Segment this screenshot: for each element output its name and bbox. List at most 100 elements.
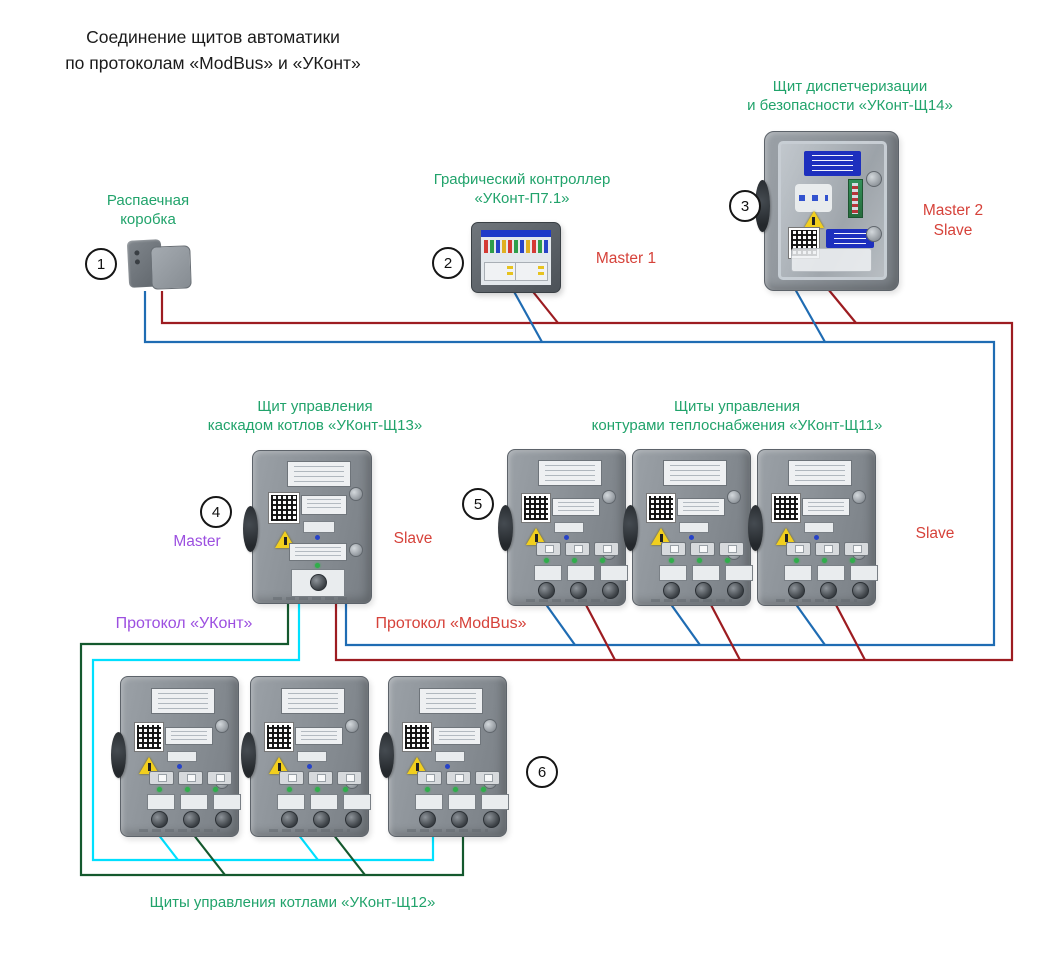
boiler-cabinet-3 — [379, 676, 509, 837]
green-led-row — [425, 787, 486, 792]
green-led-row — [794, 558, 855, 563]
plate-row — [147, 794, 241, 810]
plate-row — [277, 794, 371, 810]
switch — [536, 542, 561, 556]
ukont-wire-green-main — [79, 601, 465, 877]
label-plate-mid — [165, 727, 213, 745]
protocol-modbus-label: Протокол «ModBus» — [375, 615, 527, 632]
cabinet-side-handle — [755, 180, 770, 232]
knob — [602, 582, 619, 599]
label-plate — [180, 794, 208, 810]
latch-top — [345, 719, 359, 733]
qr-code — [134, 722, 164, 752]
knob — [695, 582, 712, 599]
label-plate — [343, 794, 371, 810]
boiler-panels-label: Щиты управления котлами «УКонт-Щ12» — [149, 894, 436, 911]
green-led-row — [287, 787, 348, 792]
green-led-row — [544, 558, 605, 563]
ukont-tap-cyan-panel6a — [157, 833, 179, 861]
green-led-row — [669, 558, 730, 563]
blue-led — [307, 764, 312, 769]
latch-top — [602, 490, 616, 504]
label-plate — [147, 794, 175, 810]
label-plate — [659, 565, 687, 581]
diagram-title-line1: Соединение щитов автоматики — [86, 27, 340, 47]
green-led — [725, 558, 730, 563]
label-plate — [277, 794, 305, 810]
modbus-tap-blue-panel5b — [669, 602, 701, 646]
latch-top — [215, 719, 229, 733]
green-led — [453, 787, 458, 792]
switch — [690, 542, 715, 556]
label-plate — [567, 565, 595, 581]
label-plate-mid — [552, 498, 600, 516]
protocol-ukont-label: Протокол «УКонт» — [115, 615, 253, 632]
cascade-panel-label: Щит управления каскадом котлов «УКонт-Щ1… — [207, 398, 423, 434]
screen-header-bar — [481, 230, 551, 237]
label-plate-small — [435, 751, 465, 762]
label-plate-top — [151, 688, 215, 714]
switch-row — [661, 542, 744, 556]
green-led-row — [157, 787, 218, 792]
blue-led — [564, 535, 569, 540]
label-plate-small — [554, 522, 584, 533]
door-knob-bottom — [865, 226, 882, 243]
warning-triangle-icon — [407, 757, 427, 774]
label-plate — [213, 794, 241, 810]
modbus-tap-blue-controller — [511, 287, 543, 343]
blue-led — [177, 764, 182, 769]
label-plate-small — [804, 522, 834, 533]
role-master2-slave-label: Master 2 Slave — [922, 202, 984, 239]
modbus-tap-blue-panel3 — [794, 288, 826, 343]
heating-circuit-cabinet-1 — [498, 449, 628, 606]
caption-line — [776, 599, 857, 602]
knob — [820, 582, 837, 599]
green-led — [572, 558, 577, 563]
caption-line — [269, 829, 350, 832]
warning-triangle-icon — [139, 757, 159, 774]
controller-screen — [481, 230, 551, 285]
green-led — [343, 787, 348, 792]
blue-led — [445, 764, 450, 769]
screen-status-tiles — [484, 240, 548, 253]
knob — [281, 811, 298, 828]
knob — [538, 582, 555, 599]
green-led — [425, 787, 430, 792]
knob-row — [151, 811, 232, 828]
qr-code — [402, 722, 432, 752]
qr-code — [268, 492, 300, 524]
green-led — [315, 787, 320, 792]
marker-1: 1 — [85, 248, 117, 280]
role-master-label: Master — [173, 533, 221, 550]
heating-circuit-cabinet-2 — [623, 449, 753, 606]
green-led — [669, 558, 674, 563]
cabinet-side-vent — [243, 506, 258, 552]
cabinet-side-vent — [111, 732, 126, 778]
switch-plate — [289, 543, 347, 561]
screen-right-panel — [515, 262, 548, 281]
knob — [788, 582, 805, 599]
modbus-tap-red-panel3 — [827, 288, 857, 324]
label-plate — [725, 565, 753, 581]
label-plate-small — [167, 751, 197, 762]
caption-line — [139, 829, 220, 832]
knob — [663, 582, 680, 599]
knob — [215, 811, 232, 828]
control-knob — [310, 574, 327, 591]
knob — [852, 582, 869, 599]
modbus-tap-red-panel5a — [584, 602, 616, 661]
label-plate-small — [297, 751, 327, 762]
marker-5: 5 — [462, 488, 494, 520]
warning-triangle-icon — [776, 528, 796, 545]
label-plate-top — [663, 460, 727, 486]
boiler-cascade-cabinet — [243, 450, 372, 604]
green-led — [481, 787, 486, 792]
switch-row — [279, 771, 362, 785]
label-plate-top — [281, 688, 345, 714]
blue-led — [315, 535, 320, 540]
modbus-wire-red-main — [160, 291, 1014, 662]
label-plate-top — [287, 461, 351, 487]
switch-row — [786, 542, 869, 556]
switch-row — [536, 542, 619, 556]
switch — [417, 771, 442, 785]
